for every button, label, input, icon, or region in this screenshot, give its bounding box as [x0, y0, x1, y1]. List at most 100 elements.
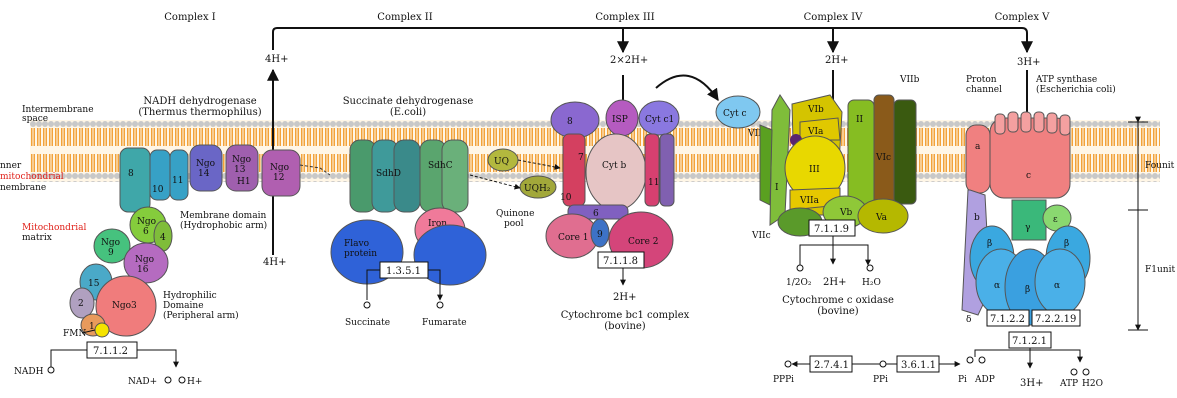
c4-vb: Vb — [839, 208, 852, 218]
c3-sub-9: 9 — [597, 230, 603, 240]
c4-title-1: Cytochrome c oxidase — [782, 295, 894, 306]
c4-vic: VIc — [875, 153, 891, 163]
c4-vib: VIb — [807, 105, 824, 115]
c5-h2o: H2O — [1082, 379, 1103, 389]
c1-ngo6-b: 6 — [143, 227, 149, 237]
c2-uq: UQ — [494, 157, 509, 167]
c2-uqh2: UQH₂ — [524, 184, 551, 194]
c5-beta-l: β — [987, 239, 992, 249]
c2-pool-1: Quinone — [496, 209, 534, 219]
complex-labels: Complex I Complex II Complex III Complex… — [164, 12, 1050, 23]
complex-2-label: Complex II — [377, 12, 432, 23]
c2-title-1: Succinate dehydrogenase — [343, 96, 474, 107]
c2-ec[interactable]: 1.3.5.1 — [386, 266, 421, 277]
pyro-ec2-box[interactable]: 3.6.1.1 — [897, 356, 939, 372]
pyro-pppi: PPPi — [773, 375, 794, 385]
c1-hydrophilic-2: Domaine — [163, 301, 204, 311]
intermembrane-label-2: space — [22, 114, 48, 124]
c5-alpha-r: α — [1054, 281, 1060, 291]
c5-pi: Pi — [958, 375, 967, 385]
c5-ec1-box[interactable]: 7.1.2.2 — [987, 310, 1029, 326]
c1-h: H+ — [187, 377, 202, 387]
c5-b: b — [974, 213, 980, 223]
complex-3: 8 ISP Cyt c1 7 Cyt b 11 10 6 Core 1 9 Co… — [546, 75, 760, 332]
c3-cytc1: Cyt c1 — [645, 115, 674, 125]
c5-ec2-box[interactable]: 7.2.2.19 — [1032, 310, 1080, 326]
c1-sub-11: 11 — [172, 176, 183, 186]
c2-pool-2: pool — [504, 219, 524, 229]
complex-1-label: Complex I — [164, 12, 215, 23]
c5-e: ε — [1053, 215, 1058, 225]
c5-ec3-box[interactable]: 7.1.2.1 — [1009, 332, 1051, 348]
c4-ec[interactable]: 7.1.1.9 — [814, 224, 849, 235]
complex-5-label: Complex V — [995, 12, 1050, 23]
complex-4: VIb VIII VIa II III VIIb VIc I VIIa Vb V… — [747, 70, 920, 317]
c2-succinate: Succinate — [345, 318, 390, 328]
c3-ec[interactable]: 7.1.1.8 — [603, 256, 638, 267]
c3-cytb: Cyt b — [602, 161, 626, 171]
c1-ngo3: Ngo3 — [112, 301, 137, 311]
c1-ngo6-a: Ngo — [137, 217, 156, 227]
c3-title-1: Cytochrome bc1 complex — [561, 310, 690, 321]
c5-proton-channel-1: Proton — [966, 75, 997, 85]
c4-va: Va — [875, 213, 888, 223]
c5-fo-unit: Founit — [1145, 161, 1175, 171]
c1-ngo12-b: 12 — [273, 173, 284, 183]
c1-nadh: NADH — [14, 367, 44, 377]
c3-sub-8: 8 — [567, 117, 573, 127]
c4-h2o: H₂O — [862, 278, 881, 288]
c4-ii: II — [856, 115, 864, 125]
pyro-ec1-box[interactable]: 2.7.4.1 — [810, 356, 852, 372]
c1-ngo14-a: Ngo — [196, 159, 215, 169]
c4-viia: VIIa — [799, 196, 820, 206]
c3-cytc: Cyt c — [723, 109, 747, 119]
c1-ec-box[interactable]: 7.1.1.2 — [87, 342, 137, 358]
c4-top-proton: 2H+ — [825, 55, 848, 66]
c5-c-ring — [990, 112, 1070, 198]
c5-beta-c: β — [1025, 285, 1030, 295]
c1-title-2: (Thermus thermophilus) — [138, 107, 261, 118]
c4-via: VIa — [807, 127, 824, 137]
c3-ec-box[interactable]: 7.1.1.8 — [598, 252, 644, 268]
c5-beta-r: β — [1064, 239, 1069, 249]
c2-flavo-2: protein — [344, 249, 377, 259]
c3-core1: Core 1 — [558, 233, 589, 243]
c5-ec3[interactable]: 7.1.2.1 — [1012, 336, 1047, 347]
c4-iii: III — [809, 165, 820, 175]
c2-ec-box[interactable]: 1.3.5.1 — [380, 262, 428, 278]
c5-ec1[interactable]: 7.1.2.2 — [990, 314, 1025, 325]
c3-sub-7: 7 — [578, 153, 584, 163]
inner-membrane-label-3: nembrane — [0, 183, 46, 193]
c1-ngo13-a: Ngo — [232, 155, 251, 165]
c4-ec-box[interactable]: 7.1.1.9 — [809, 220, 855, 236]
matrix-label-2: matrix — [22, 233, 52, 243]
inner-membrane-label-1: nner — [0, 161, 22, 171]
pyro-ec1[interactable]: 2.7.4.1 — [814, 360, 849, 371]
c1-fmn: FMN — [63, 329, 86, 339]
c1-sub-2: 2 — [78, 299, 84, 309]
matrix-label-1: Mitochondrial — [22, 223, 86, 233]
c1-ngo9-b: 9 — [108, 248, 114, 258]
c5-atp-synthase-2: (Escherichia coli) — [1036, 84, 1116, 95]
c5-y: γ — [1025, 223, 1030, 233]
pyro-ec2[interactable]: 3.6.1.1 — [901, 360, 936, 371]
c2-title-2: (E.coli) — [390, 107, 426, 118]
c1-hydrophilic-1: Hydrophilic — [163, 291, 217, 301]
c5-f1-unit: F1unit — [1145, 265, 1175, 275]
c3-sub-11: 11 — [648, 178, 659, 188]
c2-flavo-1: Flavo — [344, 239, 369, 249]
c5-proton-channel-2: channel — [966, 85, 1002, 95]
c1-ngo14-b: 14 — [198, 169, 210, 179]
c1-ec[interactable]: 7.1.1.2 — [93, 346, 128, 357]
c5-ec2[interactable]: 7.2.2.19 — [1035, 314, 1076, 325]
c3-bottom-proton: 2H+ — [613, 292, 636, 303]
c2-fumarate: Fumarate — [422, 318, 467, 328]
c1-sub-4: 4 — [160, 233, 166, 243]
c1-ngo16-b: 16 — [137, 265, 149, 275]
c1-title-1: NADH dehydrogenase — [143, 96, 256, 107]
c4-viib: VIIb — [899, 75, 920, 85]
c4-i: I — [775, 183, 779, 193]
c5-atp-synthase-1: ATP synthase — [1035, 75, 1097, 85]
c3-sub-6: 6 — [593, 209, 599, 219]
